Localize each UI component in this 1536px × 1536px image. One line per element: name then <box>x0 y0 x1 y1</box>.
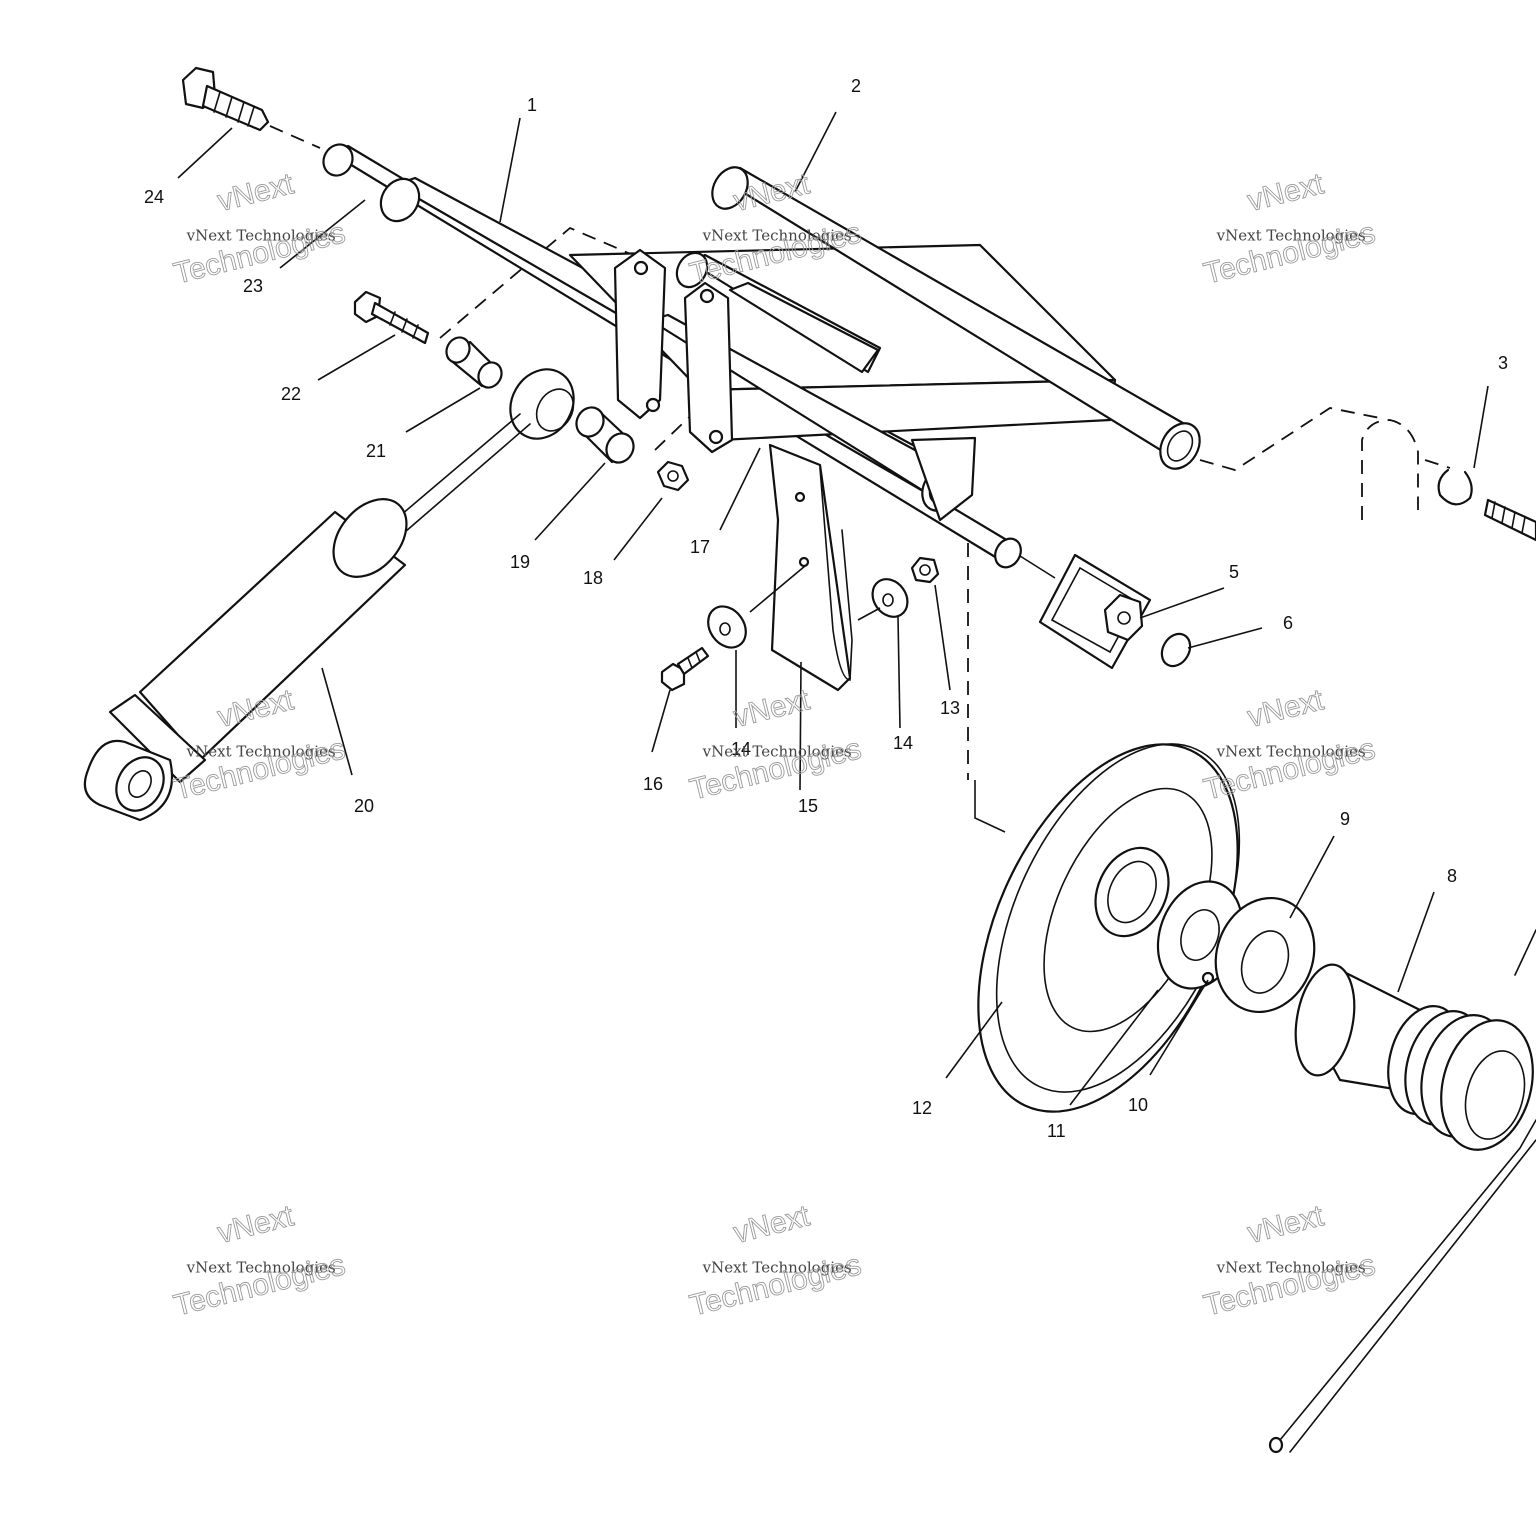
callout-24: 24 <box>144 187 164 207</box>
block-5 <box>1038 553 1152 670</box>
svg-text:vNext: vNext <box>1244 683 1327 734</box>
bushing-21 <box>445 336 503 389</box>
callout-22: 22 <box>281 384 301 404</box>
callout-21: 21 <box>366 441 386 461</box>
watermark-bottom-middle: vNext vNext Technologies Technologies <box>686 1199 865 1323</box>
callout-9: 9 <box>1340 809 1350 829</box>
watermark-top-left: vNext vNext Technologies Technologies <box>170 167 349 291</box>
svg-text:vNext: vNext <box>730 1199 813 1250</box>
collar-10 <box>1201 971 1215 985</box>
callout-14-right: 14 <box>893 733 913 753</box>
bracket-15 <box>768 436 977 692</box>
svg-text:vNext Technologies: vNext Technologies <box>702 742 852 760</box>
lockwasher-3 <box>1437 468 1536 542</box>
bolt-16 <box>660 646 710 692</box>
callout-labels: 1 2 3 5 6 8 9 10 11 12 13 14 14 15 16 17… <box>144 76 1508 1141</box>
callout-20: 20 <box>354 796 374 816</box>
svg-text:vNext: vNext <box>214 167 297 218</box>
watermark-mid-middle: vNext vNext Technologies Technologies <box>686 683 865 807</box>
nut-13 <box>910 556 940 584</box>
callout-23: 23 <box>243 276 263 296</box>
watermark-bottom-left: vNext vNext Technologies Technologies <box>170 1199 349 1323</box>
shock-absorber-20 <box>83 368 575 822</box>
svg-text:vNext: vNext <box>1244 1199 1327 1250</box>
callout-12: 12 <box>912 1098 932 1118</box>
callout-19: 19 <box>510 552 530 572</box>
side-plate-17 <box>613 248 734 454</box>
bolt-22 <box>353 290 430 345</box>
svg-text:vNext Technologies: vNext Technologies <box>186 742 336 760</box>
callout-15: 15 <box>798 796 818 816</box>
callout-6: 6 <box>1283 613 1293 633</box>
watermark-bottom-right: vNext vNext Technologies Technologies <box>1200 1199 1379 1323</box>
svg-text:vNext Technologies: vNext Technologies <box>1216 226 1366 244</box>
svg-text:vNext Technologies: vNext Technologies <box>186 226 336 244</box>
callout-16: 16 <box>643 774 663 794</box>
svg-text:vNext Technologies: vNext Technologies <box>1216 742 1366 760</box>
callout-8: 8 <box>1447 866 1457 886</box>
callout-17: 17 <box>690 537 710 557</box>
svg-text:vNext Technologies: vNext Technologies <box>186 1258 336 1276</box>
callout-10: 10 <box>1128 1095 1148 1115</box>
nut-18 <box>656 460 690 492</box>
callout-1: 1 <box>527 95 537 115</box>
washer-6 <box>1160 632 1192 668</box>
washer-14 <box>707 578 909 649</box>
callout-18: 18 <box>583 568 603 588</box>
callout-14-left: 14 <box>731 739 751 759</box>
callout-13: 13 <box>940 698 960 718</box>
watermark-top-right: vNext vNext Technologies Technologies <box>1200 167 1379 291</box>
leader-lines <box>177 111 1489 1106</box>
svg-text:vNext Technologies: vNext Technologies <box>702 1258 852 1276</box>
svg-text:vNext Technologies: vNext Technologies <box>702 226 852 244</box>
callout-3: 3 <box>1498 353 1508 373</box>
callout-5: 5 <box>1229 562 1239 582</box>
spacer-9 <box>1214 896 1316 1014</box>
bushing-19 <box>575 406 635 464</box>
svg-text:vNext: vNext <box>1244 167 1327 218</box>
watermark-mid-right: vNext vNext Technologies Technologies <box>1200 683 1379 807</box>
svg-text:vNext: vNext <box>214 1199 297 1250</box>
bolt-24 <box>181 66 270 132</box>
spring-8 <box>1268 929 1536 1454</box>
callout-11: 11 <box>1047 1121 1066 1141</box>
callout-2: 2 <box>851 76 861 96</box>
svg-text:vNext Technologies: vNext Technologies <box>1216 1258 1366 1276</box>
